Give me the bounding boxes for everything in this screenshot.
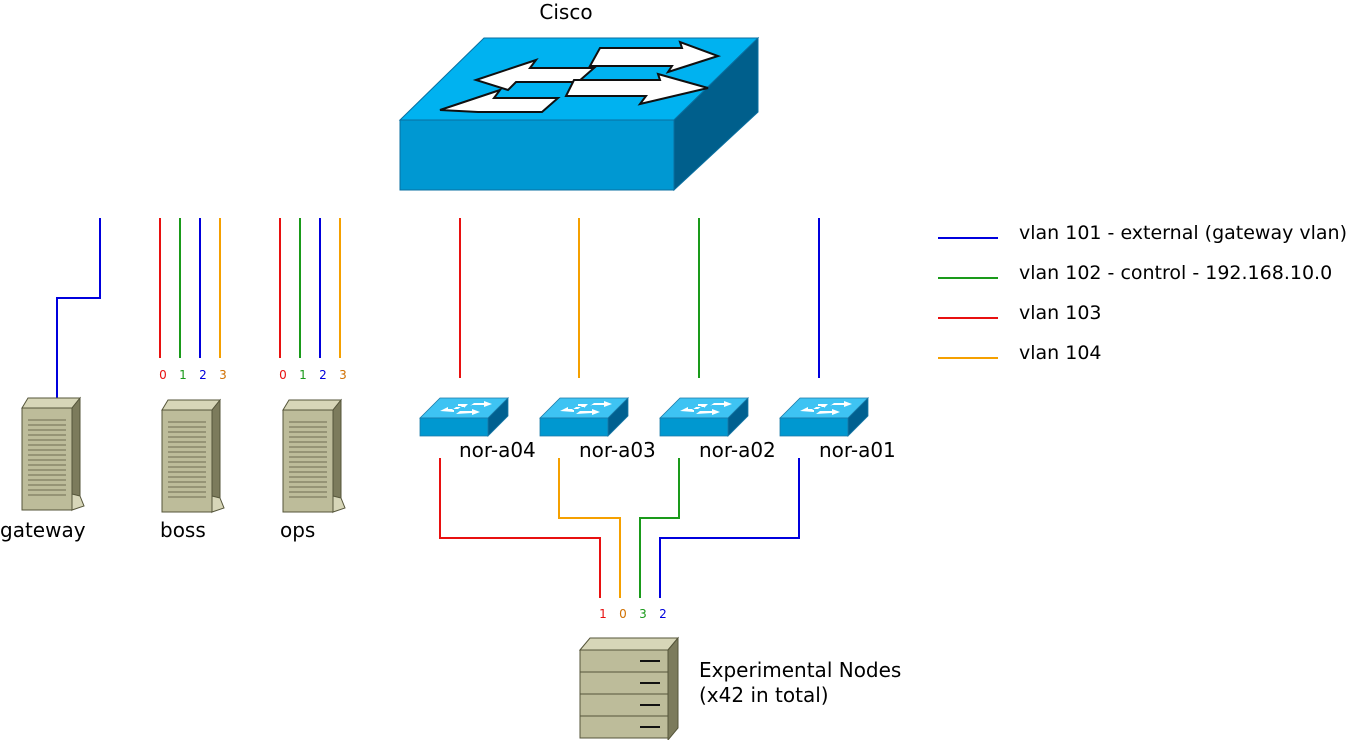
port-label: 2 xyxy=(199,368,207,382)
port-label: 1 xyxy=(179,368,187,382)
legend: vlan 101 - external (gateway vlan) vlan … xyxy=(938,222,1347,364)
rack-server-icon xyxy=(578,636,680,740)
port-label: 0 xyxy=(279,368,287,382)
legend-label: vlan 101 - external (gateway vlan) xyxy=(1019,222,1347,244)
legend-item-vlan103: vlan 103 xyxy=(938,302,1102,324)
experimental-label-line1: Experimental Nodes xyxy=(699,658,901,682)
port-label: 0 xyxy=(159,368,167,382)
port-label: 2 xyxy=(659,607,667,621)
server-label-ops: ops xyxy=(280,518,315,542)
switch-nor-a04: nor-a04 xyxy=(419,218,536,462)
server-label-gateway: gateway xyxy=(0,518,86,542)
switch-icon xyxy=(419,397,509,437)
server-icon xyxy=(161,399,225,513)
switch-label-nor-a04: nor-a04 xyxy=(459,438,536,462)
experimental-nodes: Experimental Nodes (x42 in total) xyxy=(578,636,901,740)
port-label: 3 xyxy=(639,607,647,621)
legend-item-vlan101: vlan 101 - external (gateway vlan) xyxy=(938,222,1347,244)
legend-item-vlan102: vlan 102 - control - 192.168.10.0 xyxy=(938,262,1332,284)
switch-icon xyxy=(539,397,629,437)
server-ops: 0 1 2 3 ops xyxy=(279,218,347,542)
port-label: 1 xyxy=(299,368,307,382)
switch-label-nor-a01: nor-a01 xyxy=(819,438,896,462)
link-nor-a01-to-nodes xyxy=(659,458,800,598)
server-gateway: gateway xyxy=(0,218,101,542)
switch-nor-a03: nor-a03 xyxy=(539,218,656,462)
port-label: 3 xyxy=(219,368,227,382)
switch-label-nor-a02: nor-a02 xyxy=(699,438,776,462)
legend-label: vlan 102 - control - 192.168.10.0 xyxy=(1019,262,1332,284)
legend-label: vlan 103 xyxy=(1019,302,1102,324)
server-boss: 0 1 2 3 boss xyxy=(159,218,227,542)
switch-arrows-icon xyxy=(439,40,722,113)
switch-icon xyxy=(779,397,869,437)
link-nor-a04-to-nodes xyxy=(439,458,601,598)
port-label: 3 xyxy=(339,368,347,382)
switch-nor-a02: nor-a02 xyxy=(659,218,776,462)
server-icon xyxy=(282,399,346,513)
experimental-label-line2: (x42 in total) xyxy=(699,683,829,707)
port-label: 0 xyxy=(619,607,627,621)
switch-nor-a01: nor-a01 xyxy=(779,218,896,462)
cisco-core-switch: Cisco xyxy=(398,0,760,192)
switch-icon xyxy=(659,397,749,437)
cisco-label: Cisco xyxy=(539,0,592,24)
port-label: 1 xyxy=(599,607,607,621)
server-icon xyxy=(21,397,85,511)
link-nor-a03-to-nodes xyxy=(558,458,621,598)
gateway-vlan101-link xyxy=(56,218,101,398)
experimental-links xyxy=(439,458,800,598)
port-label: 2 xyxy=(319,368,327,382)
server-label-boss: boss xyxy=(160,518,206,542)
legend-item-vlan104: vlan 104 xyxy=(938,342,1102,364)
link-nor-a02-to-nodes xyxy=(639,458,680,598)
switch-label-nor-a03: nor-a03 xyxy=(579,438,656,462)
legend-label: vlan 104 xyxy=(1019,342,1102,364)
